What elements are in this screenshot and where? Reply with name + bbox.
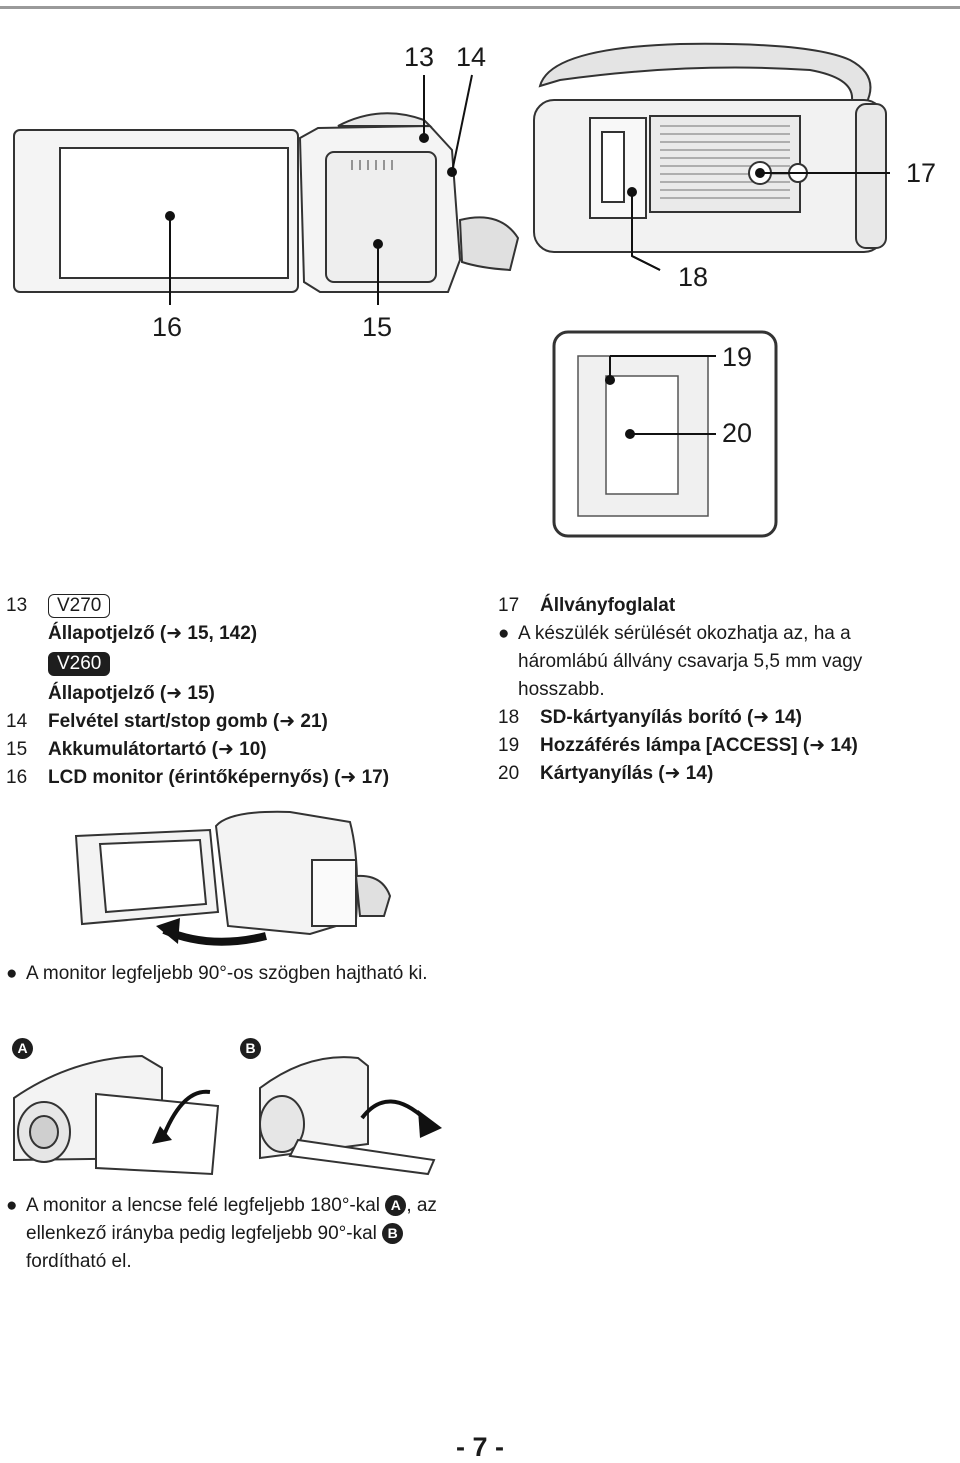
list-item-text: Akkumulátortartó (➜ 10)	[48, 739, 267, 760]
item-number: 14	[6, 711, 28, 732]
top-rule	[0, 6, 960, 9]
bullet-text-part1: A monitor a lencse felé legfeljebb 180°-…	[26, 1195, 386, 1216]
bullet-note-2: ● A monitor a lencse felé legfeljebb 180…	[6, 1192, 476, 1276]
callout-18: 18	[678, 262, 709, 292]
list-item-text: Hozzáférés lámpa [ACCESS] (➜ 14)	[540, 735, 858, 756]
bullet-dot: ●	[6, 963, 18, 984]
list-item-title: Állványfoglalat	[540, 595, 676, 616]
bullet-text-part2: , az ellenkező irányba pedig legfeljebb …	[26, 1195, 437, 1244]
model-tag-v270: V270	[48, 594, 111, 618]
badge-b: B	[240, 1038, 261, 1059]
item-number: 18	[498, 707, 520, 728]
callout-14: 14	[456, 42, 487, 72]
item-number: 15	[6, 739, 28, 760]
bullet-text: A készülék sérülését okozhatja az, ha a …	[518, 623, 863, 700]
callout-20: 20	[722, 418, 753, 448]
list-item-17: 17 Állványfoglalat	[498, 592, 938, 620]
list-item-text: SD-kártyanyílás borító (➜ 14)	[540, 707, 802, 728]
inline-badge-b: B	[382, 1223, 404, 1244]
list-item-text: LCD monitor (érintőképernyős) (➜ 17)	[48, 767, 390, 788]
label-a-badge: A	[12, 1038, 33, 1059]
model-tag-row: V260	[6, 650, 466, 678]
bullet-dot: ●	[6, 1195, 18, 1216]
list-item-14: 14 Felvétel start/stop gomb (➜ 21)	[6, 708, 466, 736]
callout-16: 16	[152, 312, 183, 342]
badge-a: A	[12, 1038, 33, 1059]
bullet-text: A monitor a lencse felé legfeljebb 180°-…	[6, 1192, 476, 1276]
list-item-13: 13 V270	[6, 592, 466, 620]
page-number: - 7 -	[455, 1432, 504, 1462]
bullet-text: A monitor legfeljebb 90°-os szögben hajt…	[26, 963, 428, 984]
list-item-20: 20 Kártyanyílás (➜ 14)	[498, 760, 938, 788]
list-item-15: 15 Akkumulátortartó (➜ 10)	[6, 736, 466, 764]
parts-list-right: 17 Állványfoglalat ● A készülék sérülésé…	[498, 592, 938, 788]
callout-19: 19	[722, 342, 753, 372]
model-tag-v260: V260	[48, 652, 111, 676]
list-item-text: Állapotjelző (➜ 15, 142)	[48, 623, 258, 644]
monitor-open-illustration	[74, 810, 392, 946]
bullet-dot: ●	[498, 623, 510, 644]
list-item-19: 19 Hozzáférés lámpa [ACCESS] (➜ 14)	[498, 732, 938, 760]
monitor-rotate-b-illustration	[259, 1056, 442, 1176]
bullet-text-part3: fordítható el.	[26, 1251, 132, 1272]
list-item-text: Felvétel start/stop gomb (➜ 21)	[48, 711, 328, 732]
label-b-badge: B	[240, 1038, 261, 1059]
item-number: 19	[498, 735, 520, 756]
list-item-text: Kártyanyílás (➜ 14)	[540, 763, 714, 784]
inline-badge-a: A	[385, 1195, 407, 1216]
list-item-18: 18 SD-kártyanyílás borító (➜ 14)	[498, 704, 938, 732]
list-item-text: Állapotjelző (➜ 15)	[48, 683, 215, 704]
list-item-16: 16 LCD monitor (érintőképernyős) (➜ 17)	[6, 764, 466, 792]
camcorder-side-illustration	[13, 74, 520, 305]
item-number: 17	[498, 595, 520, 616]
list-item-bullet: ● A készülék sérülését okozhatja az, ha …	[498, 620, 938, 704]
callout-17: 17	[906, 158, 937, 188]
camcorder-bottom-illustration	[533, 42, 890, 538]
parts-list-left: 13 V270 Állapotjelző (➜ 15, 142) V260 Ál…	[6, 592, 466, 792]
callout-13: 13	[404, 42, 435, 72]
item-number: 13	[6, 595, 28, 616]
callout-15: 15	[362, 312, 393, 342]
bullet-note-1: ● A monitor legfeljebb 90°-os szögben ha…	[6, 960, 476, 988]
item-number: 16	[6, 767, 28, 788]
monitor-rotate-a-illustration	[13, 1054, 220, 1176]
item-number: 20	[498, 763, 520, 784]
